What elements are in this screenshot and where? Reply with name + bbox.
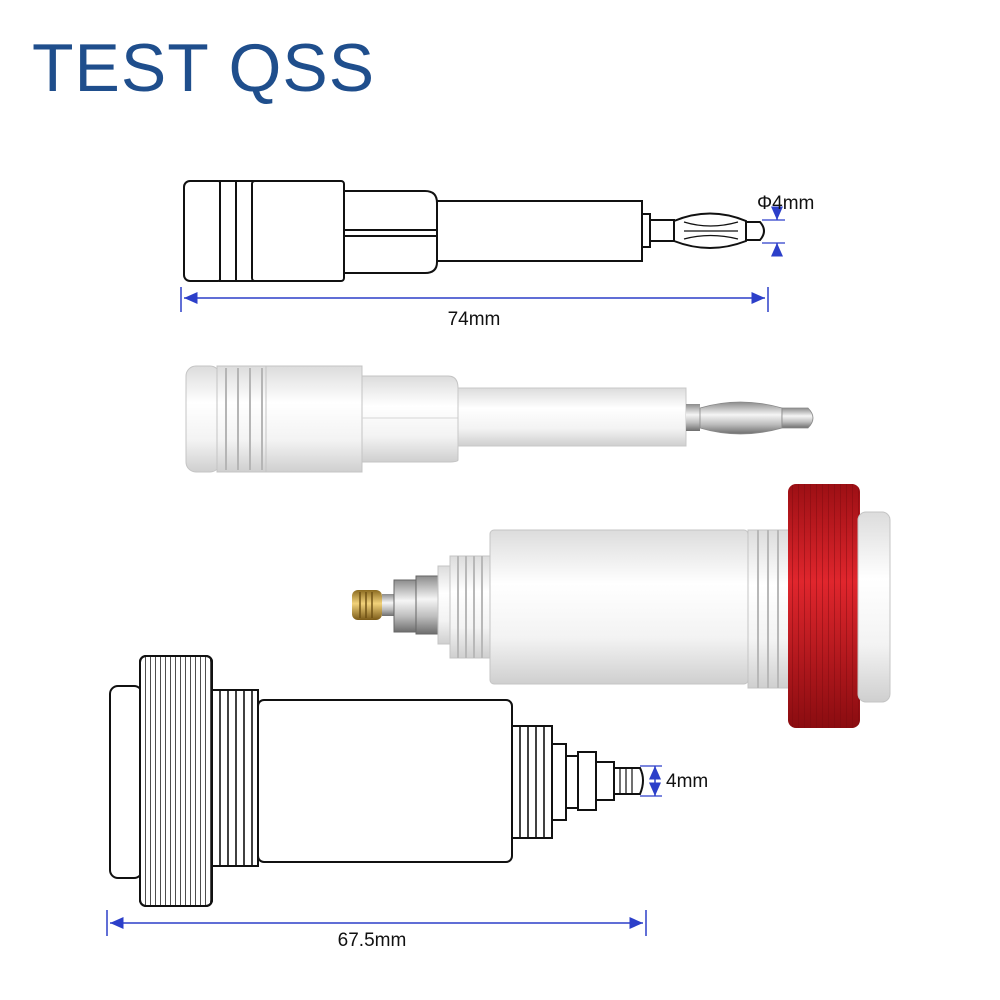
plug-line-drawing — [183, 180, 765, 282]
plug-render — [185, 365, 814, 473]
brand-title: TEST QSS — [32, 30, 376, 106]
dimension-socket-length: 67.5mm — [106, 910, 647, 951]
plug-length-label: 74mm — [448, 309, 501, 330]
socket-line-drawing — [109, 655, 644, 907]
dimension-pin-diameter: Φ4mm — [757, 193, 814, 257]
socket-length-label: 67.5mm — [338, 930, 407, 951]
socket-render — [352, 484, 891, 728]
socket-stud-label: 4mm — [666, 771, 708, 792]
dimension-plug-length: 74mm — [180, 287, 769, 330]
pin-diameter-label: Φ4mm — [757, 193, 814, 214]
dimension-socket-stud: 4mm — [640, 765, 708, 797]
